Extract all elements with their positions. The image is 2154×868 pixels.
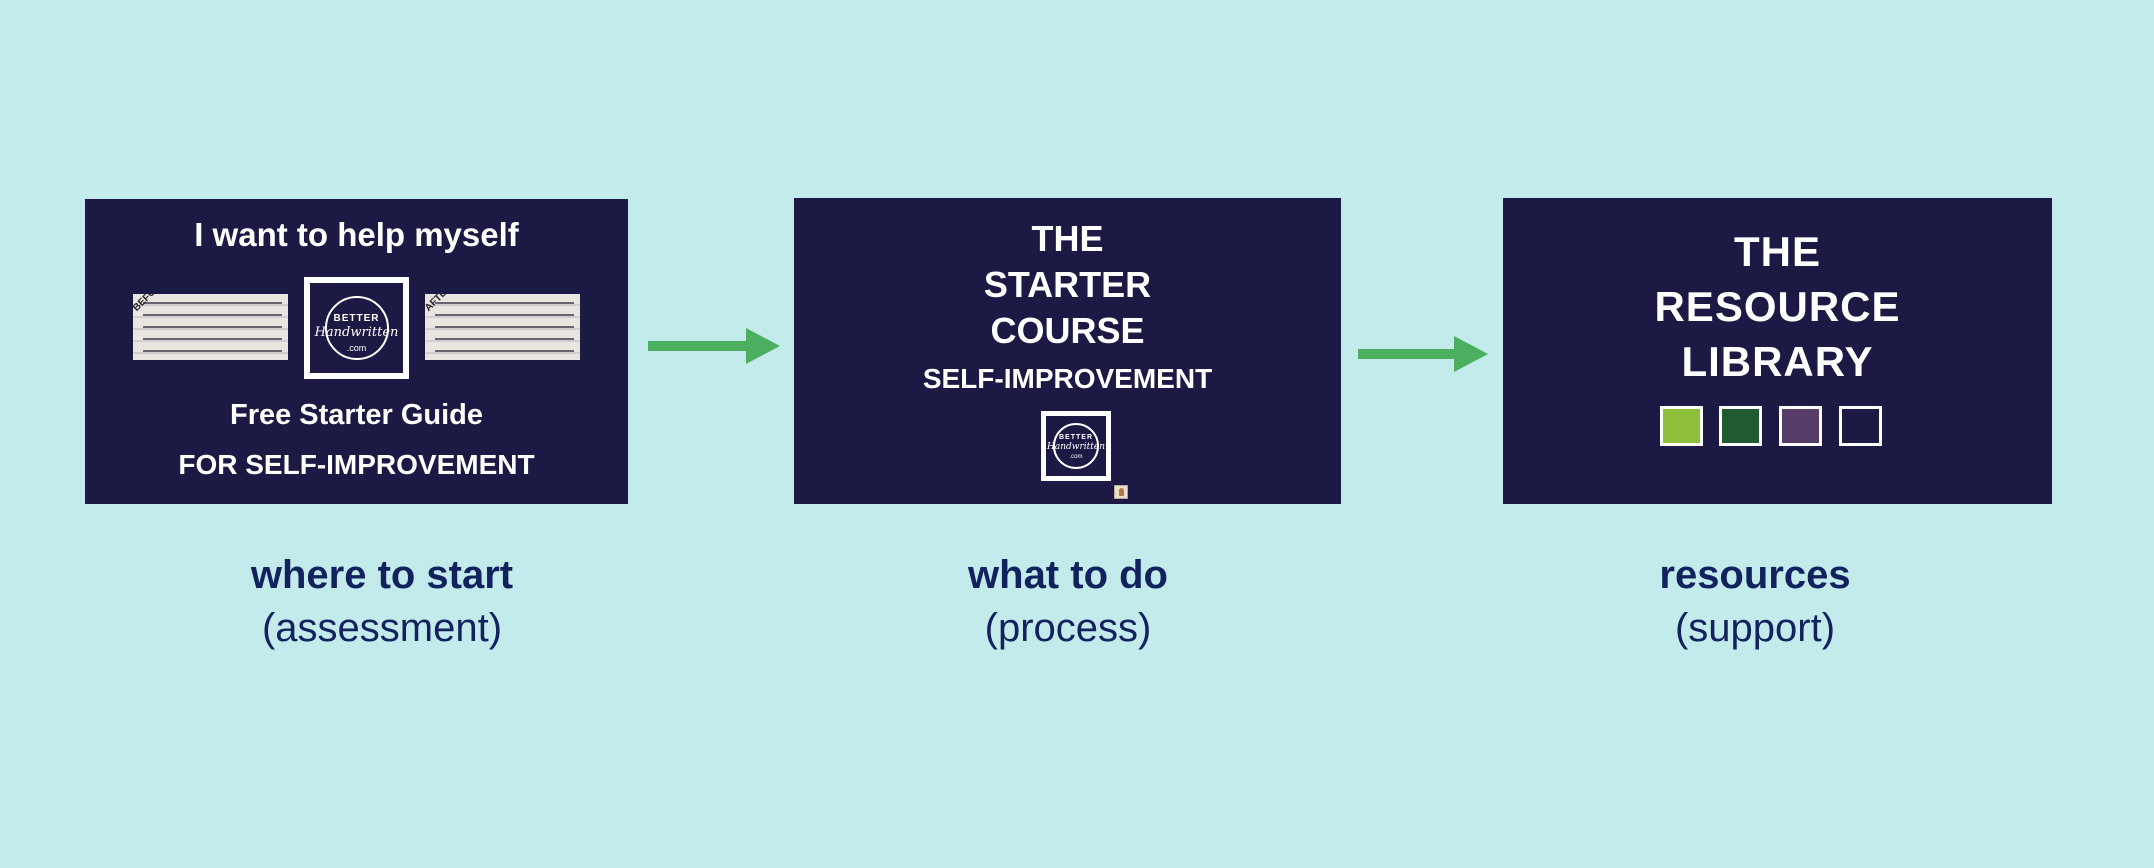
card-title-line: COURSE [990, 310, 1145, 351]
card-title-line: RESOURCE [1654, 283, 1901, 330]
card-subtitle: SELF-IMPROVEMENT [922, 363, 1213, 394]
starter-course-card[interactable]: THE STARTER COURSE SELF-IMPROVEMENT BETT… [794, 198, 1341, 504]
arrow-right-icon [648, 328, 780, 364]
arrow-right-icon [1358, 336, 1488, 372]
resource-library-card[interactable]: THE RESOURCE LIBRARY [1503, 198, 2052, 504]
better-handwritten-logo: BETTER Handwritten .com [1041, 411, 1111, 481]
card-title-line: LIBRARY [1681, 338, 1874, 385]
card-title-line: THE [1031, 218, 1104, 259]
before-handwriting-sample: BEFORE [133, 294, 288, 360]
color-swatch-navy [1839, 406, 1882, 446]
step-caption-assessment: where to start (assessment) [132, 553, 632, 651]
caption-subtitle: (process) [984, 606, 1152, 650]
caption-subtitle: (assessment) [261, 606, 503, 650]
color-swatch-purple [1779, 406, 1822, 446]
color-swatch-lime [1660, 406, 1703, 446]
caption-title: resources [1659, 553, 1851, 597]
avatar [1114, 485, 1128, 499]
color-swatch-green [1719, 406, 1762, 446]
card-subtitle: Free Starter Guide [229, 399, 484, 431]
caption-title: what to do [968, 553, 1168, 597]
card-title: I want to help myself [194, 216, 519, 253]
step-caption-support: resources (support) [1505, 553, 2005, 651]
card-title-line: STARTER [983, 264, 1152, 305]
caption-title: where to start [250, 553, 514, 597]
better-handwritten-logo: BETTER Handwritten .com [304, 277, 409, 379]
card-subtitle-2: FOR SELF-IMPROVEMENT [178, 449, 535, 480]
starter-guide-card[interactable]: I want to help myself BEFORE BETTER Hand… [85, 199, 628, 504]
card-title-line: THE [1734, 228, 1821, 275]
step-caption-process: what to do (process) [818, 553, 1318, 651]
caption-subtitle: (support) [1674, 606, 1836, 650]
after-handwriting-sample: AFTER [425, 294, 580, 360]
